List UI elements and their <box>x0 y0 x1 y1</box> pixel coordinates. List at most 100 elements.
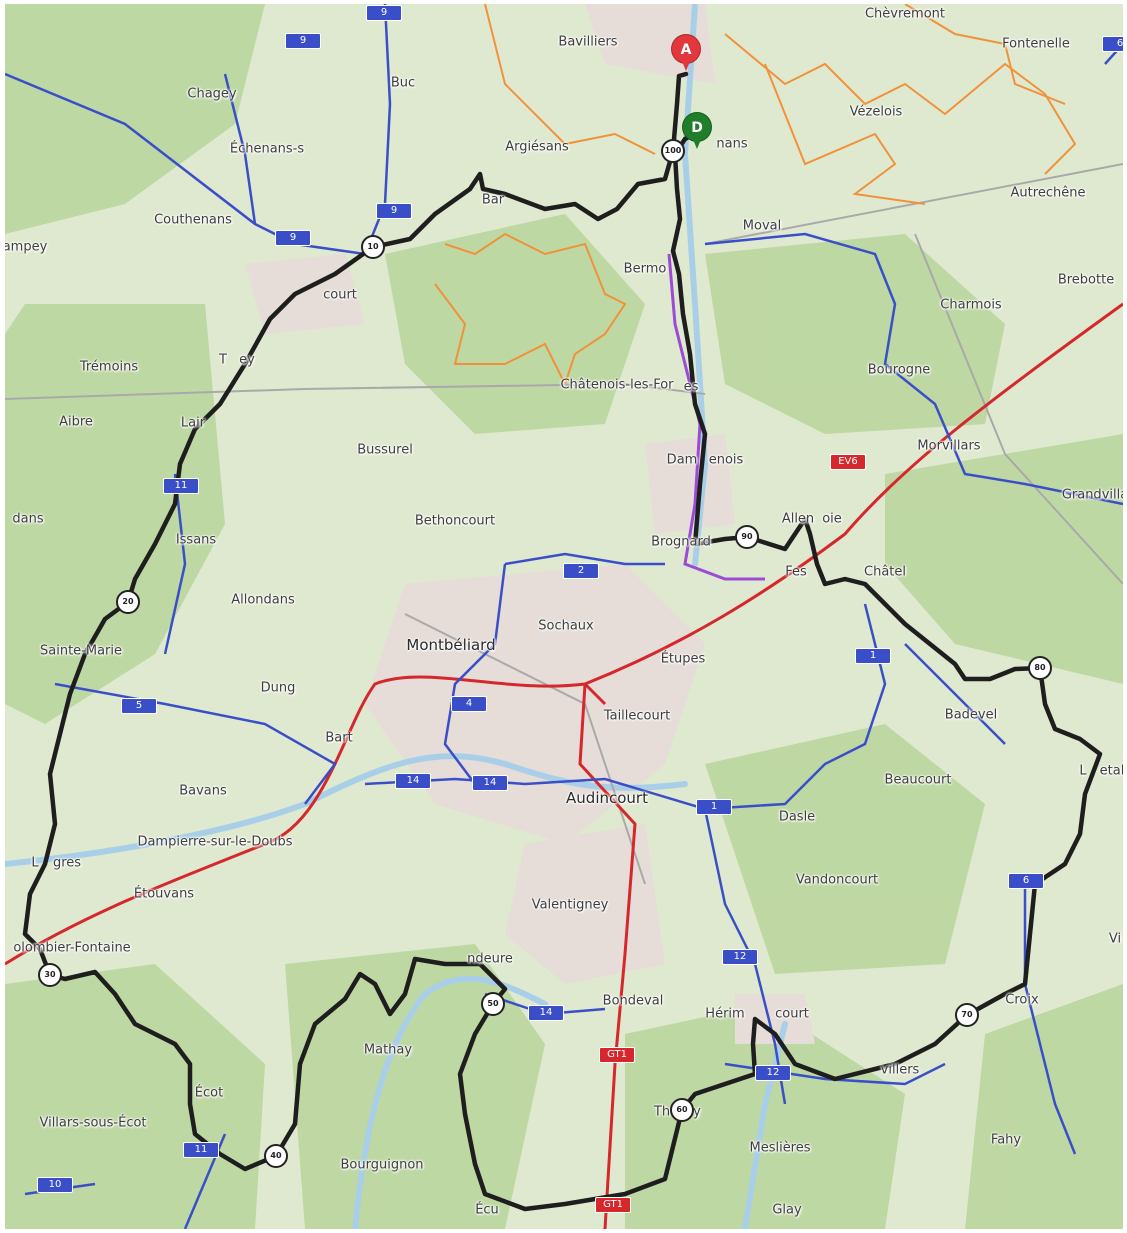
place-label: Taillecourt <box>603 708 671 724</box>
place-label: Montbéliard <box>406 636 496 654</box>
place-label: Lair <box>180 415 206 431</box>
place-label: Buc <box>390 75 416 91</box>
place-label: nans <box>716 136 748 152</box>
road-number-shield: 9 <box>275 230 311 246</box>
road-number-shield: 9 <box>376 203 412 219</box>
place-label: Sochaux <box>538 618 594 634</box>
place-label: Charmois <box>940 297 1002 313</box>
road-number-shield: 12 <box>722 949 758 965</box>
road-number-shield: 9 <box>285 33 321 49</box>
distance-marker[interactable]: 20 <box>116 590 140 614</box>
departure-marker[interactable]: D <box>682 112 712 150</box>
place-label: Étouvans <box>133 886 195 902</box>
place-label: Dasle <box>778 809 816 825</box>
place-label: Bondeval <box>602 993 664 1009</box>
place-label: Morvillars <box>917 438 981 454</box>
road-number-shield: 5 <box>121 698 157 714</box>
place-label: Vandoncourt <box>795 872 879 888</box>
place-label: Autrechêne <box>1010 185 1086 201</box>
road-number-shield: 9 <box>366 5 402 21</box>
urban-areas <box>245 4 815 1044</box>
place-label: Fes <box>785 564 807 580</box>
place-label: Trémoins <box>79 359 139 375</box>
place-label: Brognard <box>651 534 711 550</box>
road-number-shield: 14 <box>472 775 508 791</box>
place-label: Bavans <box>179 783 227 799</box>
place-label: ey <box>239 352 255 368</box>
place-label: oie <box>822 511 842 527</box>
place-label: Bussurel <box>357 442 413 458</box>
place-label: Châtel <box>864 564 906 580</box>
forest-areas <box>5 4 1123 1229</box>
place-label: Dam <box>666 452 698 468</box>
place-label: Moval <box>742 218 782 234</box>
place-label: Châtenois-les-For <box>560 377 674 393</box>
road-number-shield: GT1 <box>595 1197 631 1213</box>
major-roads <box>5 302 1123 1229</box>
place-label: Couthenans <box>154 212 232 228</box>
place-label: Hérim <box>705 1006 745 1022</box>
distance-marker[interactable]: 100 <box>661 139 685 163</box>
place-label: Échenans-s <box>229 141 305 157</box>
place-label: Bethoncourt <box>414 513 496 529</box>
place-label: enois <box>708 452 744 468</box>
road-number-shield: 6 <box>1008 873 1044 889</box>
place-label: Issans <box>175 532 217 548</box>
place-label: olombier-Fontaine <box>13 940 131 956</box>
place-label: Bermo <box>623 261 667 277</box>
place-label: Meslières <box>749 1140 811 1156</box>
admin-boundaries <box>434 4 1077 385</box>
distance-marker[interactable]: 50 <box>481 992 505 1016</box>
place-label: Brebotte <box>1057 272 1115 288</box>
road-number-shield: 1 <box>855 648 891 664</box>
place-label: Bourguignon <box>340 1157 424 1173</box>
place-label: Fahy <box>990 1132 1022 1148</box>
arrival-marker[interactable]: A <box>671 34 701 72</box>
marker-pin-tip <box>692 137 702 149</box>
distance-marker[interactable]: 80 <box>1028 656 1052 680</box>
place-label: Audincourt <box>566 789 648 807</box>
place-label: Th <box>653 1104 671 1120</box>
place-label: L <box>1079 763 1087 779</box>
distance-marker[interactable]: 40 <box>264 1144 288 1168</box>
place-label: dans <box>12 511 44 527</box>
place-label: es <box>683 379 699 395</box>
distance-marker[interactable]: 60 <box>670 1098 694 1122</box>
place-label: Allondans <box>231 592 295 608</box>
place-label: Écu <box>475 1202 499 1218</box>
distance-marker[interactable]: 90 <box>735 525 759 549</box>
road-number-shield: 10 <box>37 1177 73 1193</box>
place-label: ndeure <box>467 951 513 967</box>
place-label: gres <box>52 855 82 871</box>
place-label: Croix <box>1005 992 1039 1008</box>
road-number-shield: 2 <box>563 563 599 579</box>
place-label: Écot <box>194 1085 224 1101</box>
place-label: T <box>219 352 227 368</box>
canal <box>667 253 765 581</box>
place-label: Vézelois <box>849 104 903 120</box>
place-label: Allen <box>781 511 815 527</box>
place-label: Bart <box>325 730 353 746</box>
road-number-shield: 14 <box>395 773 431 789</box>
place-label: Étupes <box>660 651 706 667</box>
place-label: court <box>775 1006 809 1022</box>
road-number-shield: 11 <box>183 1142 219 1158</box>
distance-marker[interactable]: 10 <box>361 235 385 259</box>
place-label: Beaucourt <box>884 772 952 788</box>
place-label: Mathay <box>363 1042 413 1058</box>
place-label: Chèvremont <box>864 6 946 22</box>
place-label: Valentigney <box>531 897 609 913</box>
place-label: Villars-sous-Écot <box>39 1115 147 1131</box>
distance-marker[interactable]: 30 <box>38 963 62 987</box>
map-canvas[interactable] <box>5 4 1123 1229</box>
road-number-shield: 4 <box>451 696 487 712</box>
place-label: Sainte-Marie <box>40 643 122 659</box>
place-label: L <box>31 855 39 871</box>
place-label: Grandvilla <box>1061 487 1123 503</box>
place-label: Bourogne <box>867 362 931 378</box>
distance-marker[interactable]: 70 <box>955 1003 979 1027</box>
road-number-shield: 6 <box>1102 36 1123 52</box>
place-label: Dampierre-sur-le-Doubs <box>137 834 293 850</box>
road-number-shield: GT1 <box>599 1047 635 1063</box>
